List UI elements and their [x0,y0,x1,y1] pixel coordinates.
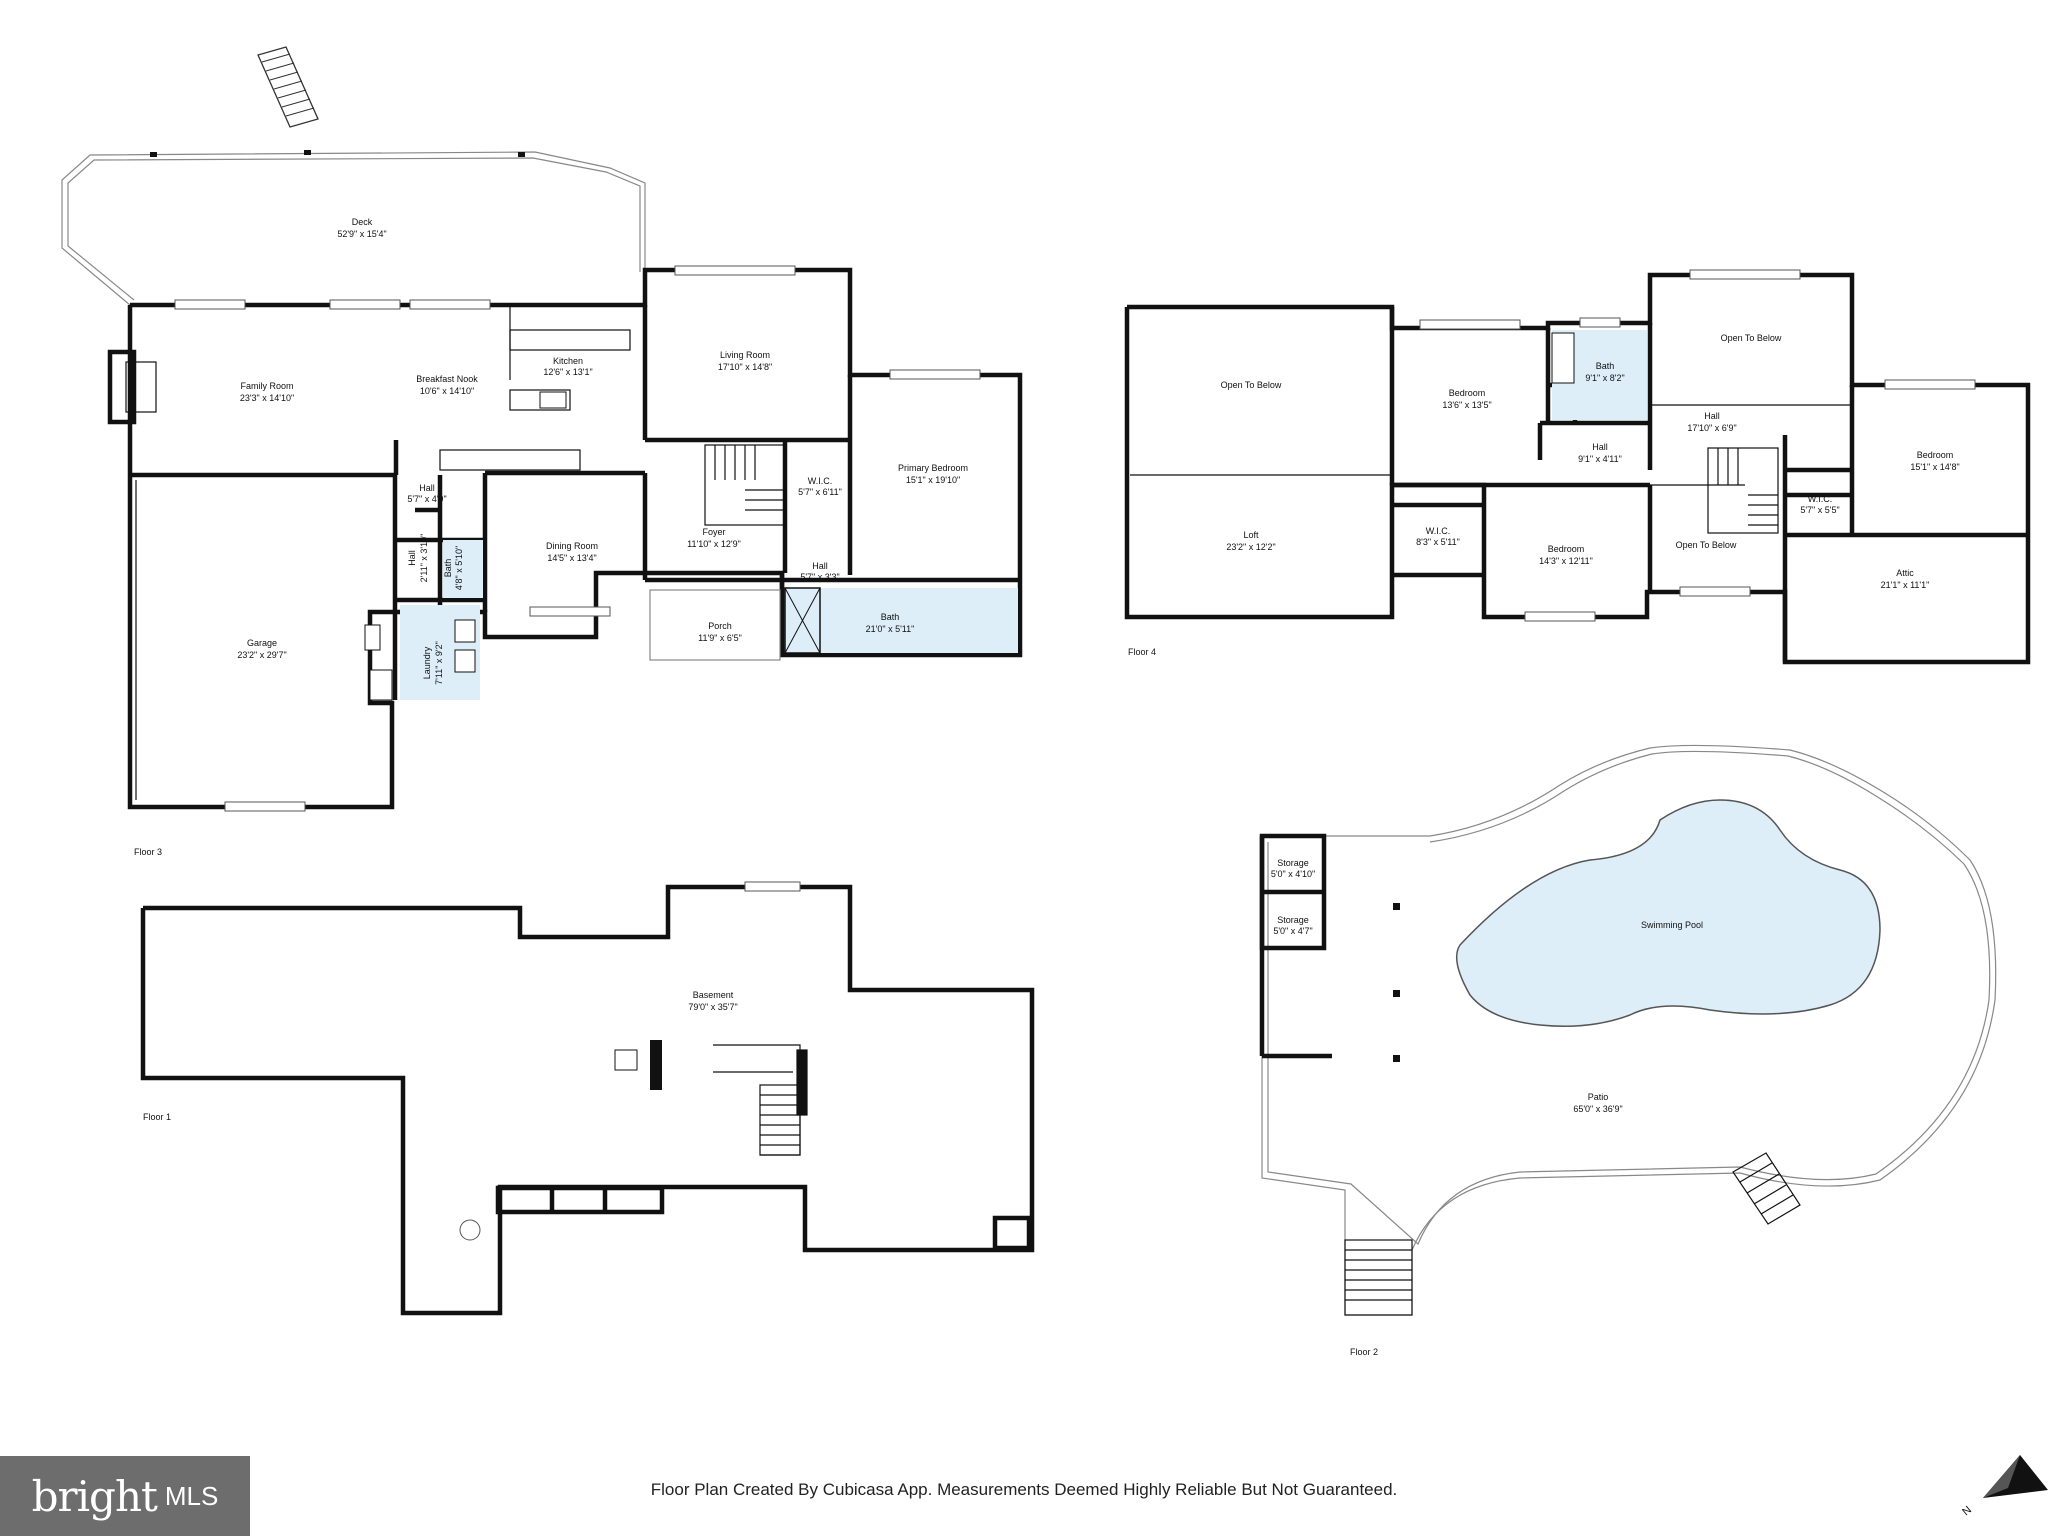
bright-mls-logo: bright MLS [0,1456,250,1536]
garage-dim: 23'2" x 29'7" [237,650,286,660]
foyer-stairs [704,444,786,526]
floor-4-stairs [1707,447,1779,534]
kitchen-dim: 12'6" x 13'1" [543,367,592,377]
deck-label: Deck [352,217,373,227]
floor-2-label: Floor 2 [1350,1347,1378,1357]
kitchen-label: Kitchen [553,356,583,366]
hall-4a-dim: 9'1" x 4'11" [1578,454,1622,464]
open-to-below-1: Open To Below [1221,380,1282,390]
north-letter: N [1960,1504,1974,1518]
foyer-label: Foyer [702,527,725,537]
brand-suffix: MLS [164,1480,219,1511]
hall-3a-dim: 5'7" x 4'9" [407,494,446,504]
primary-bath-label: Bath [881,612,900,622]
breakfast-nook-label: Breakfast Nook [416,374,478,384]
porch-outline [649,589,781,661]
laundry-dim: 7'11" x 9'2" [434,641,444,685]
floor-3-label: Floor 3 [134,847,162,857]
floor-3-plan [61,46,1023,812]
wic-3-dim: 5'7" x 6'11" [798,487,842,497]
hall-4b-dim: 17'10" x 6'9" [1687,423,1736,433]
living-room-label: Living Room [720,350,770,360]
deck-dim: 52'9" x 15'4" [337,229,386,239]
storage-2-label: Storage [1277,915,1309,925]
breakfast-nook-dim: 10'6" x 14'10" [420,386,474,396]
hall-3b-label: Hall [407,550,417,566]
basement-dim: 79'0" x 35'7" [688,1002,737,1012]
wic-4a-dim: 8'3" x 5'11" [1416,537,1460,547]
bedroom-4c-dim: 15'1" x 14'8" [1910,462,1959,472]
primary-bedroom-dim: 15'1" x 19'10" [906,475,960,485]
small-bath-label: Bath [443,559,453,578]
north-arrow-icon [1983,1455,2048,1498]
floor-4-plan [1124,269,2031,665]
kitchen-island [509,389,571,411]
open-to-below-3: Open To Below [1676,540,1737,550]
disclaimer-text: Floor Plan Created By Cubicasa App. Meas… [650,1480,1398,1499]
hall-3c-dim: 5'7" x 3'3" [800,572,839,582]
bedroom-4b-label: Bedroom [1548,544,1585,554]
bedroom-4a-label: Bedroom [1449,388,1486,398]
storage-1-dim: 5'0" x 4'10" [1271,869,1315,879]
wic-3-label: W.I.C. [808,476,833,486]
hall-3b-dim: 2'11" x 3'10" [419,534,429,583]
family-room-dim: 23'3" x 14'10" [240,393,294,403]
primary-bath-floor [785,588,1018,653]
basement-stairs [713,1044,808,1156]
fireplace [107,349,137,425]
floor-1-exterior-walls [140,884,1035,1316]
bath-4-dim: 9'1" x 8'2" [1585,373,1624,383]
brand-word: bright [31,1471,158,1521]
hall-4b-label: Hall [1704,411,1720,421]
storage-1-label: Storage [1277,858,1309,868]
floor-3-exterior-walls [127,267,1023,810]
porch-label: Porch [708,621,732,631]
primary-bedroom-label: Primary Bedroom [898,463,968,473]
porch-dim: 11'9" x 6'5" [698,633,742,643]
storage-2-dim: 5'0" x 4'7" [1273,926,1312,936]
hall-3c-label: Hall [812,561,828,571]
loft-label: Loft [1243,530,1259,540]
deck-stairs [257,46,319,128]
wic-4b-dim: 5'7" x 5'5" [1800,505,1839,515]
garage-label: Garage [247,638,277,648]
floor-1-plan [140,881,1035,1316]
primary-bath-dim: 21'0" x 5'11" [866,624,915,634]
deck-railing [61,151,646,306]
swimming-pool [1455,799,1881,1027]
floor-2-plan [1259,744,1997,1316]
patio-dim: 65'0" x 36'9" [1573,1104,1622,1114]
small-bath-dim: 4'8" x 5'10" [454,546,464,590]
bath-4-label: Bath [1596,361,1615,371]
floor-4-label: Floor 4 [1128,647,1156,657]
basement-label: Basement [693,990,734,1000]
open-to-below-2: Open To Below [1721,333,1782,343]
patio-stairs-right [1732,1152,1801,1225]
patio-outline [1261,744,1997,1316]
bedroom-4c-label: Bedroom [1917,450,1954,460]
dining-room-dim: 14'5" x 13'4" [547,553,596,563]
swimming-pool-label: Swimming Pool [1641,920,1703,930]
bedroom-4b-dim: 14'3" x 12'11" [1539,556,1593,566]
laundry-label: Laundry [422,646,432,679]
hall-3a-label: Hall [419,483,435,493]
floor-1-label: Floor 1 [143,1112,171,1122]
family-room-label: Family Room [240,381,293,391]
wic-4a-label: W.I.C. [1426,526,1451,536]
patio-label: Patio [1588,1092,1609,1102]
hall-4a-label: Hall [1592,442,1608,452]
dining-room-label: Dining Room [546,541,598,551]
bedroom-4a-dim: 13'6" x 13'5" [1442,400,1491,410]
living-room-dim: 17'10" x 14'8" [718,362,772,372]
attic-label: Attic [1896,568,1914,578]
wic-4b-label: W.I.C. [1808,494,1833,504]
attic-dim: 21'1" x 11'1" [1881,580,1930,590]
foyer-dim: 11'10" x 12'9" [687,539,741,549]
patio-stairs-left [1344,1239,1413,1316]
loft-dim: 23'2" x 12'2" [1226,542,1275,552]
